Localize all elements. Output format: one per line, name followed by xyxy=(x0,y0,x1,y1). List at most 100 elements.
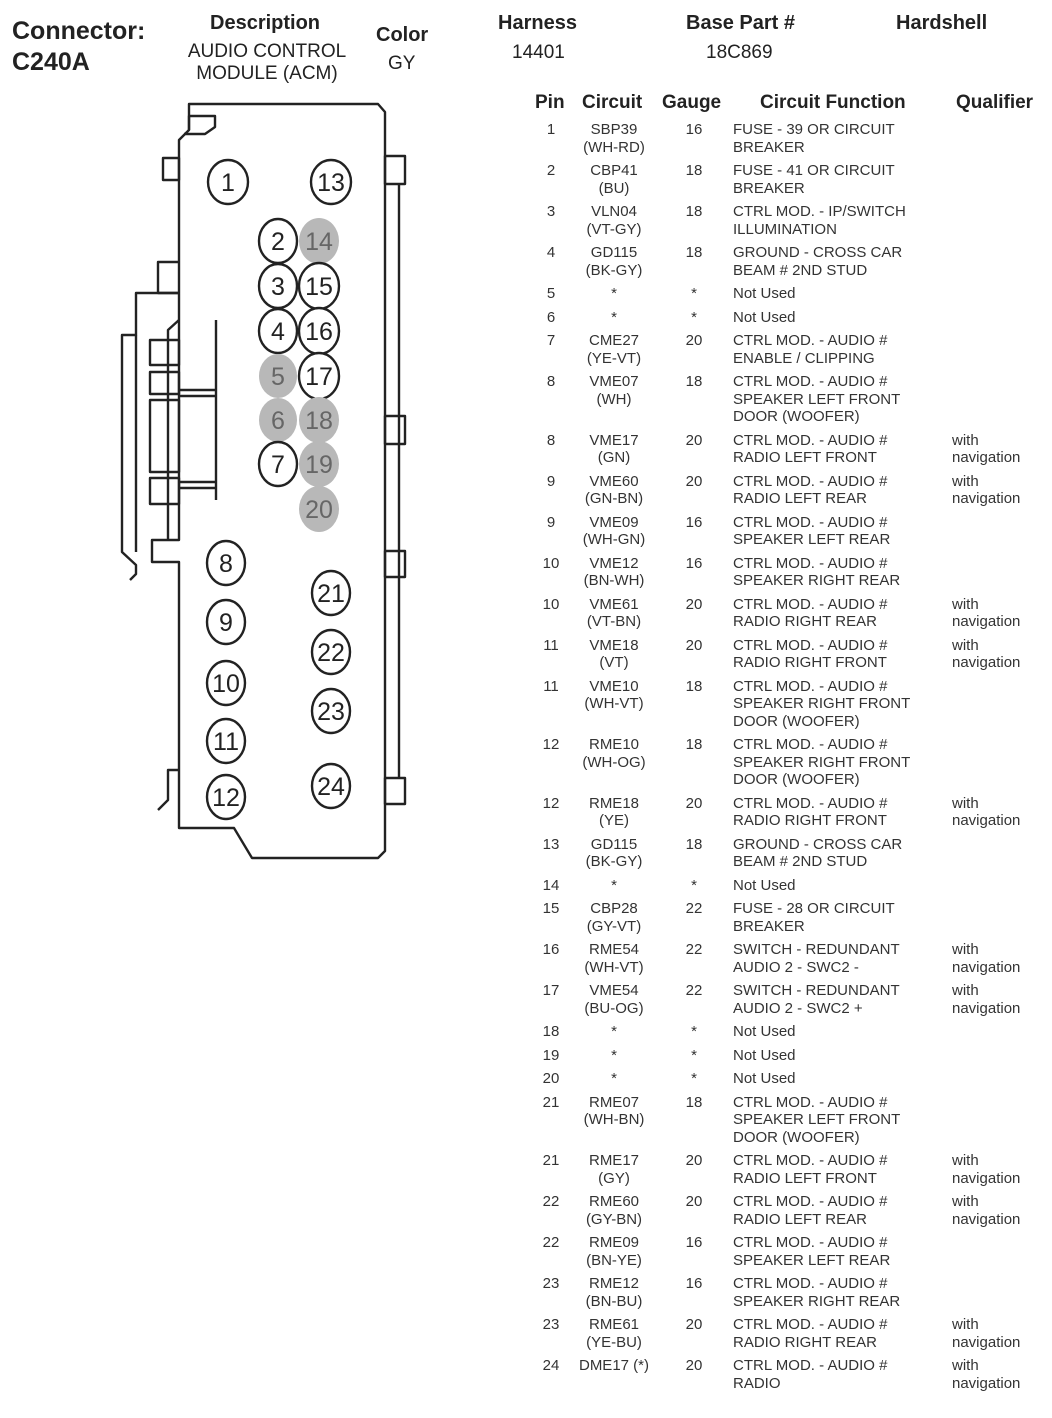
wire-color: (GY-BN) xyxy=(585,1210,643,1228)
circuit-id: RME54 xyxy=(588,941,640,958)
circuit-function-line: DOOR (WOOFER) xyxy=(733,1128,860,1146)
circuit-cell: VME09(WH-GN) xyxy=(559,514,669,549)
wire-color: (WH) xyxy=(596,390,632,408)
pin-number-cell: 19 xyxy=(542,1046,560,1064)
wire-color: (WH-VT) xyxy=(584,958,644,976)
connector-pin: 7 xyxy=(257,440,299,488)
connector-pin: 21 xyxy=(310,569,352,617)
circuit-id: GD115 xyxy=(590,244,638,261)
pin-number-cell: 4 xyxy=(546,244,556,261)
pin-number-cell: 8 xyxy=(546,431,556,449)
color-value: GY xyxy=(388,53,416,74)
circuit-function-line: CTRL MOD. - AUDIO # xyxy=(733,677,888,695)
circuit-function-line: CTRL MOD. - AUDIO # xyxy=(733,554,888,572)
circuit-function-cell: CTRL MOD. - AUDIO #RADIO RIGHT REAR xyxy=(733,1316,887,1351)
connector-pin: 11 xyxy=(205,717,247,765)
pin-circle xyxy=(259,354,297,398)
pin-number-cell: 21 xyxy=(542,1152,560,1169)
pin-number-cell: 18 xyxy=(542,1023,560,1040)
pin-circle xyxy=(299,486,339,532)
circuit-function-line: AUDIO 2 - SWC2 + xyxy=(733,999,863,1017)
pin-number-cell: 7 xyxy=(546,332,556,349)
pin-label: 16 xyxy=(305,318,333,346)
connector-pin: 13 xyxy=(309,158,353,206)
connector-pin: 4 xyxy=(257,307,299,355)
gauge-cell: 18 xyxy=(685,1093,703,1111)
gauge-cell: 20 xyxy=(685,1357,703,1374)
pin-label: 9 xyxy=(219,609,233,637)
circuit-id: CBP41 xyxy=(590,162,638,179)
circuit-function-line: DOOR (WOOFER) xyxy=(733,712,860,730)
gauge-cell: 20 xyxy=(685,1193,703,1210)
wire-color: (VT-BN) xyxy=(586,613,642,630)
circuit-function-line: Not Used xyxy=(733,285,796,302)
circuit-function-line: SPEAKER RIGHT REAR xyxy=(733,1292,901,1310)
gauge-cell: * xyxy=(691,1046,697,1064)
gauge-cell: 18 xyxy=(685,162,703,179)
column-header-pin: Pin xyxy=(535,92,565,113)
wire-color: (VT) xyxy=(599,654,629,671)
circuit-cell: RME17(GY) xyxy=(559,1152,669,1187)
pin-number-cell: 5 xyxy=(546,285,556,302)
pin-number-cell: 20 xyxy=(542,1070,560,1087)
wire-color: (YE-BU) xyxy=(586,1333,642,1351)
circuit-function-line: SPEAKER RIGHT FRONT xyxy=(733,695,911,712)
circuit-function-cell: CTRL MOD. - AUDIO #RADIO RIGHT REAR xyxy=(733,596,887,631)
qualifier-line: navigation xyxy=(952,1210,1021,1228)
circuit-function-line: AUDIO 2 - SWC2 - xyxy=(733,958,859,976)
circuit-function-line: SWITCH - REDUNDANT xyxy=(733,982,900,999)
circuit-cell: * xyxy=(559,1047,669,1065)
qualifier-line: navigation xyxy=(952,812,1021,829)
qualifier-line: navigation xyxy=(952,958,1021,976)
circuit-cell: VME61(VT-BN) xyxy=(559,596,669,631)
pin-number-cell: 11 xyxy=(543,677,559,695)
circuit-function-line: CTRL MOD. - IP/SWITCH xyxy=(733,203,906,220)
wire-color: (BK-GY) xyxy=(585,853,643,870)
base-part-label: Base Part # xyxy=(686,12,795,34)
circuit-function-line: GROUND - CROSS CAR xyxy=(733,244,903,261)
circuit-function-line: ILLUMINATION xyxy=(733,220,837,238)
circuit-function-cell: Not Used xyxy=(733,285,796,303)
circuit-function-line: Not Used xyxy=(733,308,796,326)
pin-label: 6 xyxy=(271,407,285,435)
circuit-function-cell: CTRL MOD. - AUDIO #RADIO LEFT REAR xyxy=(733,473,887,508)
pin-number-cell: 3 xyxy=(546,203,556,220)
pin-label: 18 xyxy=(305,407,333,435)
circuit-function-line: SPEAKER LEFT REAR xyxy=(733,531,891,548)
pin-circle xyxy=(309,158,353,206)
circuit-cell: VME54(BU-OG) xyxy=(559,982,669,1017)
pin-circle xyxy=(299,397,339,443)
description-value: AUDIO CONTROL MODULE (ACM) xyxy=(170,41,364,85)
circuit-id: * xyxy=(611,285,617,302)
circuit-id: VLN04 xyxy=(591,203,637,220)
pin-label: 13 xyxy=(317,169,345,197)
gauge-cell: * xyxy=(691,1070,697,1087)
color-label: Color xyxy=(376,24,429,46)
connector-pin: 2 xyxy=(257,217,299,265)
qualifier-line: with xyxy=(952,982,979,999)
gauge-cell: 16 xyxy=(685,513,703,531)
pin-circle xyxy=(299,218,339,264)
circuit-function-line: Not Used xyxy=(733,1070,796,1087)
circuit-cell: VME10(WH-VT) xyxy=(559,678,669,713)
circuit-id: VME17 xyxy=(589,431,639,449)
circuit-id: VME10 xyxy=(589,677,639,695)
pin-number-cell: 17 xyxy=(542,982,560,999)
wire-color: (WH-GN) xyxy=(582,531,646,548)
qualifier-line: with xyxy=(952,941,979,958)
circuit-function-line: RADIO RIGHT FRONT xyxy=(733,812,887,829)
connector-pin: 5 xyxy=(259,354,297,398)
gauge-cell: 22 xyxy=(685,900,703,917)
connector-housing-outline xyxy=(120,102,407,860)
wire-color: (VT-GY) xyxy=(586,220,642,238)
circuit-function-line: CTRL MOD. - AUDIO # xyxy=(733,595,888,613)
gauge-cell: 20 xyxy=(685,332,703,349)
